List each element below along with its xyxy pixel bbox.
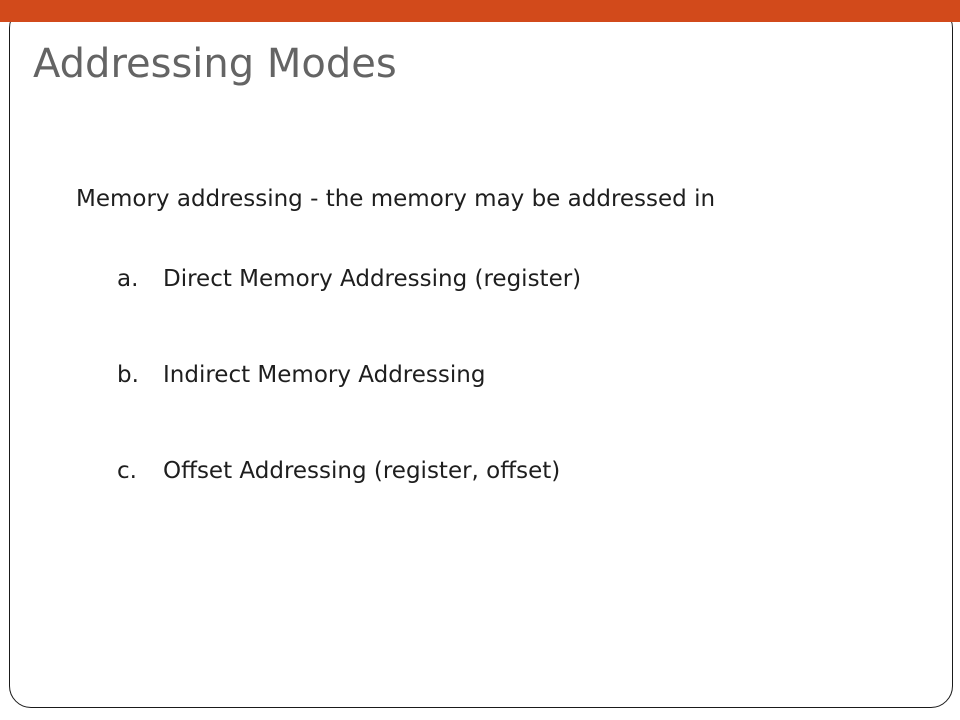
list-item-text: Offset Addressing (register, offset)	[163, 458, 561, 484]
list-marker: b.	[117, 362, 139, 388]
addressing-mode-list: a. Direct Memory Addressing (register) b…	[117, 266, 581, 554]
list-marker: c.	[117, 458, 137, 484]
list-marker: a.	[117, 266, 139, 292]
top-accent-bar	[0, 0, 960, 22]
intro-text: Memory addressing - the memory may be ad…	[76, 186, 716, 212]
list-item: b. Indirect Memory Addressing	[117, 362, 581, 458]
list-item: a. Direct Memory Addressing (register)	[117, 266, 581, 362]
list-item-text: Direct Memory Addressing (register)	[163, 266, 582, 292]
list-item-text: Indirect Memory Addressing	[163, 362, 486, 388]
list-item: c. Offset Addressing (register, offset)	[117, 458, 581, 554]
slide-title: Addressing Modes	[33, 41, 397, 87]
